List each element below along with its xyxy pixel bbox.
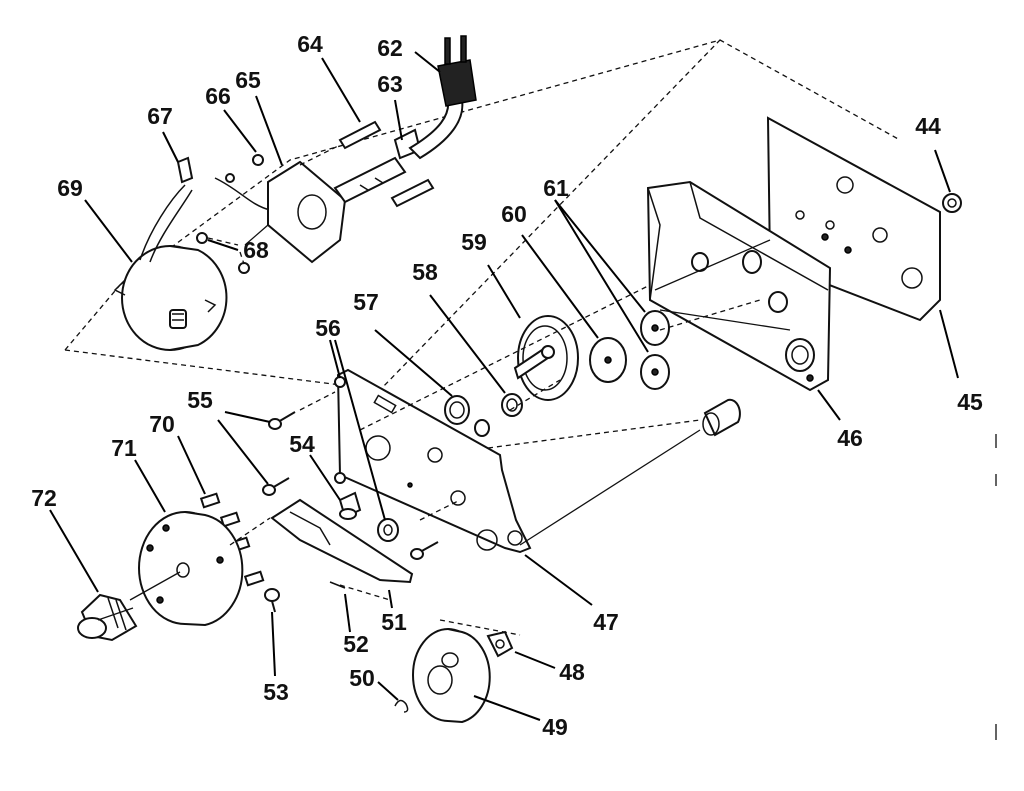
callout-66: 66 <box>205 83 231 109</box>
callout-49: 49 <box>542 714 568 740</box>
screws-55 <box>262 391 336 496</box>
callout-70: 70 <box>149 411 175 437</box>
callout-52: 52 <box>343 631 369 657</box>
callout-65: 65 <box>235 67 261 93</box>
cover-71 <box>129 511 271 627</box>
gears-61 <box>640 310 670 390</box>
pins-64 <box>299 120 435 208</box>
motor-69 <box>113 245 228 351</box>
callout-44: 44 <box>915 113 941 139</box>
callout-labels: 44 45 46 47 48 49 50 51 52 53 54 55 56 5… <box>31 31 983 740</box>
callout-45: 45 <box>957 389 983 415</box>
callout-62: 62 <box>377 35 403 61</box>
callout-63: 63 <box>377 71 403 97</box>
callout-72: 72 <box>31 485 57 511</box>
screw <box>410 541 439 560</box>
callout-50: 50 <box>349 665 375 691</box>
mounting-plate-47 <box>336 368 532 554</box>
power-cord-62 <box>408 35 477 160</box>
callout-57: 57 <box>353 289 379 315</box>
callout-51: 51 <box>381 609 407 635</box>
alignment-lines <box>97 284 761 621</box>
screws-68 <box>196 232 250 274</box>
callout-46: 46 <box>837 425 863 451</box>
bracket-65 <box>244 160 347 264</box>
gear-housing-46 <box>646 180 832 392</box>
bracket-48 <box>486 630 514 658</box>
terminal-67 <box>176 156 194 184</box>
spring-50 <box>394 619 521 713</box>
motor-wires <box>139 177 271 263</box>
gear-60 <box>589 337 627 383</box>
callout-71: 71 <box>111 435 137 461</box>
callout-53: 53 <box>263 679 289 705</box>
callout-54: 54 <box>289 431 315 457</box>
callout-68: 68 <box>243 237 269 263</box>
callout-56: 56 <box>315 315 341 341</box>
cup-57 <box>444 395 490 437</box>
callout-67: 67 <box>147 103 173 129</box>
stud-54 <box>338 491 362 520</box>
callout-69: 69 <box>57 175 83 201</box>
nut-66 <box>225 154 264 183</box>
clip-52 <box>329 581 391 601</box>
callout-48: 48 <box>559 659 585 685</box>
gear-59 <box>513 315 579 401</box>
callout-61: 61 <box>543 175 569 201</box>
leader-lines <box>49 51 959 721</box>
cam-49 <box>412 628 491 724</box>
bushing <box>702 398 741 437</box>
callout-60: 60 <box>501 201 527 227</box>
callout-64: 64 <box>297 31 323 57</box>
knob-72 <box>77 593 138 642</box>
callout-59: 59 <box>461 229 487 255</box>
bushing-58 <box>501 393 523 417</box>
callout-47: 47 <box>593 609 619 635</box>
slide-bar-51 <box>270 498 414 584</box>
callout-58: 58 <box>412 259 438 285</box>
callout-55: 55 <box>187 387 213 413</box>
nut-44 <box>942 193 962 213</box>
screw-53 <box>264 588 280 613</box>
